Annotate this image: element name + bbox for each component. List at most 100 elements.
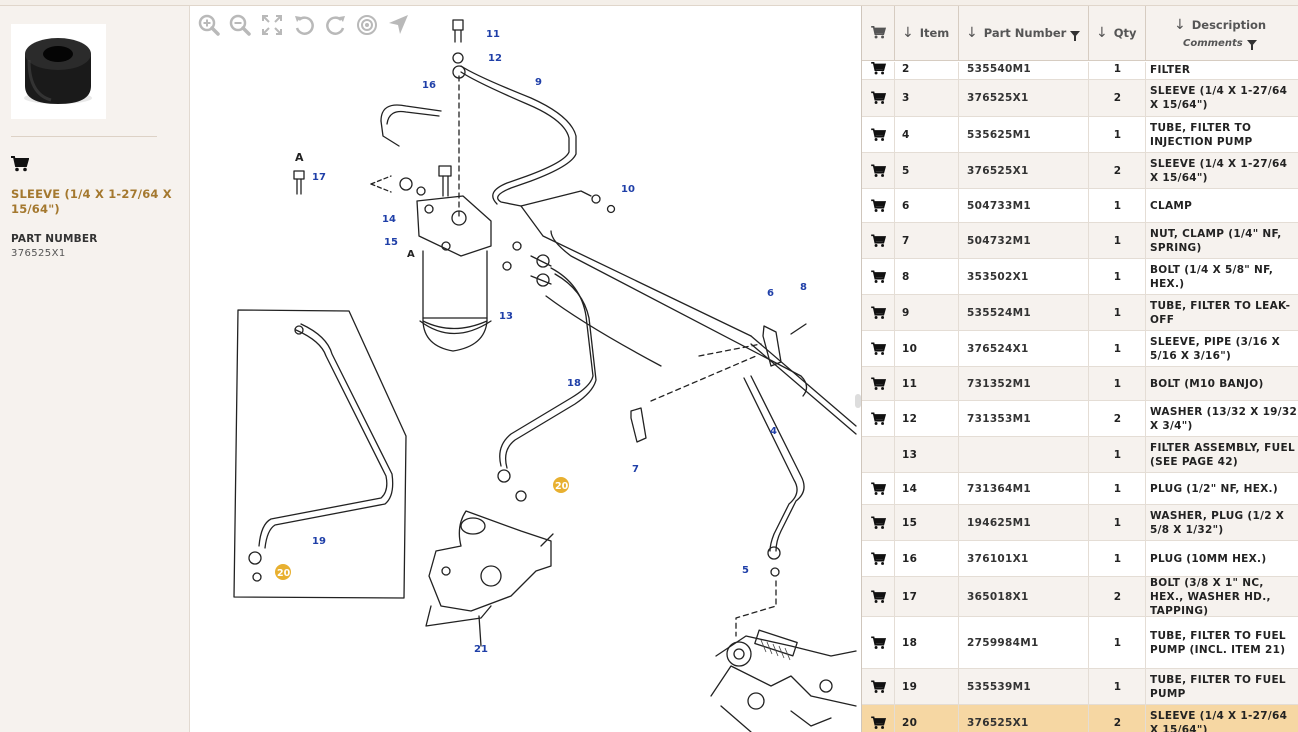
rotate-left-button[interactable] <box>291 12 317 38</box>
row-part-number-cell: 504733M1 <box>959 189 1089 222</box>
row-qty-cell: 1 <box>1089 259 1146 294</box>
cart-icon[interactable] <box>871 164 887 177</box>
cart-icon[interactable] <box>871 342 887 355</box>
header-description[interactable]: ↓Description Comments <box>1146 6 1298 61</box>
part-number: 535524M1 <box>967 306 1031 319</box>
cart-icon[interactable] <box>871 716 887 729</box>
row-part-number-cell: 535625M1 <box>959 117 1089 152</box>
row-item-cell: 19 <box>895 669 959 704</box>
rotate-right-button[interactable] <box>323 12 349 38</box>
svg-text:17: 17 <box>312 172 326 183</box>
header-part-number-label: Part Number <box>983 26 1067 40</box>
item-number: 12 <box>902 412 918 425</box>
description: NUT, CLAMP (1/4" NF, SPRING) <box>1150 227 1282 254</box>
description: FILTER <box>1150 64 1191 76</box>
row-cart-cell <box>862 117 895 152</box>
cart-icon[interactable] <box>871 62 887 75</box>
fit-to-screen-button[interactable] <box>259 12 285 38</box>
part-number: 731353M1 <box>967 412 1031 425</box>
header-part-number[interactable]: ↓Part Number <box>959 6 1089 61</box>
cart-icon[interactable] <box>871 412 887 425</box>
cart-icon[interactable] <box>871 482 887 495</box>
cart-icon[interactable] <box>871 377 887 390</box>
row-description-cell: SLEEVE (1/4 X 1-27/64 X 15/64") <box>1146 153 1298 188</box>
target-button[interactable] <box>354 12 380 38</box>
diagram-scroll-handle[interactable] <box>855 394 861 408</box>
row-description-cell: BOLT (1/4 X 5/8" NF, HEX.) <box>1146 259 1298 294</box>
svg-text:20: 20 <box>277 568 291 579</box>
quantity: 1 <box>1113 270 1122 283</box>
zoom-out-button[interactable] <box>227 12 253 38</box>
row-part-number-cell: 194625M1 <box>959 505 1089 540</box>
description: TUBE, FILTER TO LEAK-OFF <box>1150 299 1291 326</box>
part-number: 535625M1 <box>967 128 1031 141</box>
add-to-cart-button[interactable] <box>11 156 30 172</box>
part-number: 194625M1 <box>967 516 1031 529</box>
row-item-cell: 16 <box>895 541 959 576</box>
svg-text:15: 15 <box>384 237 398 248</box>
sleeve-image <box>24 38 92 104</box>
header-comments-label: Comments <box>1183 38 1243 49</box>
row-cart-cell <box>862 223 895 258</box>
cart-icon[interactable] <box>871 128 887 141</box>
row-qty-cell: 1 <box>1089 505 1146 540</box>
part-thumbnail[interactable] <box>11 24 106 119</box>
part-number-label: PART NUMBER <box>11 233 98 245</box>
header-cart[interactable] <box>862 6 895 61</box>
rotate-right-icon <box>326 16 345 35</box>
exploded-diagram-viewer[interactable]: A A 11 12 9 16 17 14 15 10 13 6 8 18 7 4… <box>191 6 861 732</box>
cart-icon[interactable] <box>871 636 887 649</box>
cart-icon[interactable] <box>871 516 887 529</box>
svg-text:19: 19 <box>312 536 326 547</box>
filter-icon[interactable] <box>1070 30 1081 41</box>
quantity: 2 <box>1113 164 1122 177</box>
cart-icon[interactable] <box>871 680 887 693</box>
filter-icon[interactable] <box>1246 40 1257 50</box>
fit-to-screen-icon <box>262 15 282 35</box>
row-description-cell: TUBE, FILTER TO FUEL PUMP (INCL. ITEM 21… <box>1146 617 1298 668</box>
cart-icon[interactable] <box>871 590 887 603</box>
header-qty[interactable]: ↓Qty <box>1089 6 1146 61</box>
rotate-left-icon <box>295 16 314 35</box>
header-item[interactable]: ↓Item <box>895 6 959 61</box>
row-part-number-cell: 365018X1 <box>959 577 1089 616</box>
description: SLEEVE, PIPE (3/16 X 5/16 X 3/16") <box>1150 335 1280 362</box>
row-item-cell: 18 <box>895 617 959 668</box>
pointer-button[interactable] <box>386 12 412 38</box>
row-part-number-cell: 376101X1 <box>959 541 1089 576</box>
cart-icon[interactable] <box>871 91 887 105</box>
cart-icon[interactable] <box>871 199 887 212</box>
cart-icon[interactable] <box>871 270 887 283</box>
row-description-cell: WASHER, PLUG (1/2 X 5/8 X 1/32") <box>1146 505 1298 540</box>
cart-icon[interactable] <box>871 234 887 247</box>
top-border <box>0 0 1298 6</box>
row-item-cell: 20 <box>895 705 959 732</box>
zoom-in-button[interactable] <box>196 12 222 38</box>
cart-icon[interactable] <box>871 552 887 565</box>
part-number-value: 376525X1 <box>11 248 66 259</box>
part-number: 365018X1 <box>967 590 1029 603</box>
zoom-in-icon <box>198 14 220 36</box>
header-item-label: Item <box>919 26 950 40</box>
item-number: 20 <box>902 716 918 729</box>
cart-icon[interactable] <box>871 306 887 319</box>
